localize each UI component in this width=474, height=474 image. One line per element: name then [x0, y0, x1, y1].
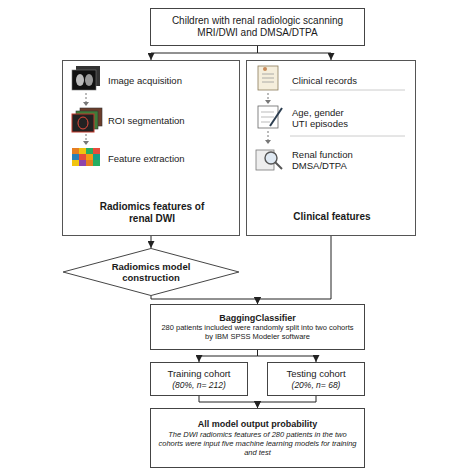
cohort-box: Training cohort(80%, n= 212) [150, 362, 248, 396]
dotted-arrow [268, 131, 269, 141]
roi-frame [72, 114, 94, 132]
document-line [262, 78, 274, 79]
grid-cell [79, 148, 86, 154]
grid-cell [72, 148, 79, 154]
grid-cell [86, 154, 93, 160]
node-text: The DWI radiomics features of 280 patien… [157, 430, 358, 457]
connector-arrow [151, 296, 258, 304]
connector-arrow [199, 350, 258, 362]
process-box: BaggingClassifier280 patients included w… [150, 304, 365, 350]
grid-cell [86, 148, 93, 154]
grid-cell [79, 154, 86, 160]
connector-arrow [258, 350, 317, 362]
dotted-arrow-head [83, 102, 89, 106]
node-label: Radiomics model construction [102, 261, 200, 284]
dotted-arrow-head [83, 141, 89, 145]
output-box: All model output probabilityThe DWI radi… [150, 408, 365, 468]
node-label: All model output probability [198, 419, 318, 430]
node-label: Image acquisition [108, 75, 182, 86]
mri-slice [72, 70, 96, 90]
dotted-arrow [268, 93, 269, 101]
kidney-shape [85, 74, 93, 86]
start-box: Children with renal radiologic scanning … [150, 8, 365, 46]
dotted-arrow [86, 93, 87, 103]
grid-cell [93, 148, 100, 154]
kidney-shape [76, 74, 84, 86]
node-text: (80%, n= 212) [172, 380, 226, 390]
dotted-arrow-head [265, 140, 271, 144]
pen [270, 108, 282, 126]
connector-arrow [258, 46, 332, 60]
form-line [261, 117, 274, 118]
mri-slice [76, 66, 100, 86]
node-label: Testing cohort [286, 368, 345, 379]
node-label: Training cohort [167, 368, 230, 379]
form-pen-icon [258, 106, 282, 128]
grid-cell [79, 160, 86, 166]
dotted-arrow [86, 134, 87, 142]
roi-outline [78, 117, 88, 129]
row-rule [290, 90, 405, 91]
node-text: ROI segmentation [108, 115, 185, 126]
grid-cell [86, 160, 93, 166]
row-rule [290, 136, 405, 137]
cohort-box: Testing cohort(20%, n= 68) [267, 362, 365, 396]
diamond-shape [63, 248, 239, 295]
roi-icon [72, 108, 102, 132]
node-label: BaggingClassifier [219, 313, 296, 324]
node-text: Age, gender UTI episodes [292, 107, 360, 130]
node-text: Radiomics features of renal DWI [92, 201, 212, 225]
grid-cell [93, 154, 100, 160]
magnifier-icon [256, 150, 282, 170]
magnifier-handle [275, 162, 282, 169]
node-label: Children with renal radiologic scanning … [157, 15, 358, 39]
node-text: Clinical features [272, 211, 392, 223]
connector-arrow [258, 236, 332, 304]
mri-icon [72, 66, 100, 90]
node-text: 280 patients included were randomly spli… [157, 323, 358, 341]
connector-arrow [199, 396, 258, 408]
person-head [263, 67, 267, 71]
dotted-arrow-head [265, 100, 271, 104]
radiomics-panel: Image acquisitionROI segmentationFeature… [62, 60, 240, 236]
clinical-panel: Clinical recordsAge, gender UTI episodes… [246, 60, 416, 236]
document-sheet [258, 66, 278, 90]
connector-arrow [151, 46, 258, 60]
form-line [261, 122, 270, 123]
decision-diamond: Radiomics model construction [62, 248, 240, 296]
grid-cell [72, 154, 79, 160]
connector-arrow [151, 236, 152, 248]
document-line [262, 74, 274, 75]
node-text: Feature extraction [108, 153, 185, 164]
form-line [261, 112, 274, 113]
node-text: Renal function DMSA/DTPA [292, 149, 372, 172]
grid-cell [72, 160, 79, 166]
node-text: (20%, n= 68) [292, 380, 341, 390]
grid-cell [93, 160, 100, 166]
feature-grid-icon [72, 148, 100, 166]
document-icon [258, 66, 278, 90]
connector-arrow [258, 396, 317, 408]
document-line [262, 82, 274, 83]
node-label: Clinical records [292, 75, 357, 86]
